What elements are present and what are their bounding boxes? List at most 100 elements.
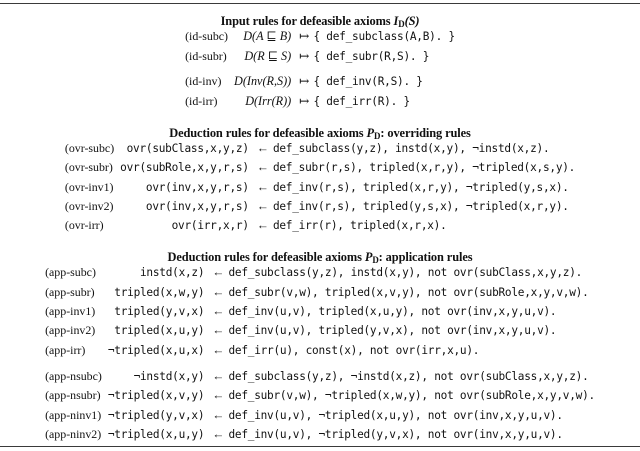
rule-body: def_irr(u), const(x), not ovr(irr,x,u). <box>228 343 480 357</box>
table-row: (id-subc) D(A ⊑ B) ↦ { def_subclass(A,B)… <box>185 29 455 49</box>
rule-body: def_inv(r,s), tripled(x,r,y), ¬tripled(y… <box>272 180 569 194</box>
table-row: (ovr-irr) ovr(irr,x,r) ← def_irr(r), tri… <box>65 218 575 237</box>
table-row: (id-irr) D(Irr(R)) ↦ { def_irr(R). } <box>185 94 455 114</box>
rule-head: ovr(irr,x,r) <box>171 219 249 233</box>
section-title-application-rules: Deduction rules for defeasible axioms PD… <box>0 250 640 265</box>
rules-table-application: (app-subc) instd(x,z) ← def_subclass(y,z… <box>45 265 595 446</box>
rule-label: (id-irr) <box>185 93 218 108</box>
rule-body: def_subr(v,w), ¬tripled(x,w,y), not ovr(… <box>228 389 595 403</box>
rules-table-input: (id-subc) D(A ⊑ B) ↦ { def_subclass(A,B)… <box>185 29 455 113</box>
table-row: (ovr-subr) ovr(subRole,x,y,r,s) ← def_su… <box>64 160 576 179</box>
rule-body: { def_inv(R,S). } <box>313 75 423 88</box>
rule-head: ovr(inv,x,y,r,s) <box>145 180 249 194</box>
section-title-text: Deduction rules for defeasible axioms <box>169 126 367 140</box>
rule-head: D(A ⊑ B) <box>243 29 292 43</box>
section-title-tail: (S) <box>404 14 420 28</box>
section-title-text: Deduction rules for defeasible axioms <box>167 250 365 265</box>
rule-arrow: ← <box>256 179 269 194</box>
rule-body: def_inv(u,v), tripled(y,v,x), not ovr(in… <box>228 324 557 338</box>
rule-label: (app-subc) <box>45 265 96 280</box>
rule-label: (app-irr) <box>45 342 86 357</box>
rule-head: ¬tripled(x,u,y) <box>107 427 205 441</box>
rule-body: { def_irr(R). } <box>313 94 410 108</box>
section-title-subscript: D <box>374 130 381 141</box>
rule-head: ovr(inv,x,y,r,s) <box>145 199 249 213</box>
rule-label: (app-ninv2) <box>45 426 102 441</box>
rule-head: ovr(subRole,x,y,r,s) <box>120 161 249 175</box>
rule-arrow: ← <box>212 407 225 422</box>
rule-label: (app-inv2) <box>45 323 96 338</box>
rule-head: ¬tripled(x,v,y) <box>107 389 205 403</box>
table-row: (app-inv1) tripled(y,v,x) ← def_inv(u,v)… <box>45 304 595 323</box>
section-title-subscript: D <box>398 18 405 29</box>
section-title-tail: : overriding rules <box>380 126 471 140</box>
rule-head: D(Irr(R)) <box>245 93 292 108</box>
rule-body: def_subr(v,w), tripled(x,v,y), not ovr(s… <box>228 285 589 299</box>
table-row: (app-ninv2) ¬tripled(x,u,y) ← def_inv(u,… <box>45 427 595 446</box>
rule-head: ovr(subClass,x,y,z) <box>126 142 249 155</box>
table-row: (app-subr) tripled(x,w,y) ← def_subr(v,w… <box>45 285 595 304</box>
rule-arrow: ← <box>256 198 269 213</box>
rule-head: tripled(y,v,x) <box>114 305 205 319</box>
rule-body: def_subclass(y,z), ¬instd(x,z), not ovr(… <box>228 369 589 383</box>
rule-label: (ovr-subc) <box>64 141 115 155</box>
rule-arrow: ← <box>212 342 225 357</box>
rule-body: def_inv(u,v), tripled(x,u,y), not ovr(in… <box>228 305 557 319</box>
rule-body: def_subclass(y,z), instd(x,y), ¬instd(x,… <box>272 142 550 155</box>
section-title-subscript: D <box>372 255 379 266</box>
rule-arrow: ← <box>212 388 225 403</box>
rule-label: (ovr-irr) <box>64 218 104 233</box>
rule-arrow: ← <box>212 426 225 441</box>
rule-label: (app-nsubr) <box>45 388 101 403</box>
rule-label: (ovr-inv1) <box>64 179 114 194</box>
table-row: (id-inv) D(Inv(R,S)) ↦ { def_inv(R,S). } <box>185 74 455 94</box>
table-row: (ovr-inv1) ovr(inv,x,y,r,s) ← def_inv(r,… <box>65 180 575 199</box>
rule-label: (app-nsubc) <box>45 368 102 383</box>
rule-arrow: ↦ <box>299 29 310 43</box>
rule-head: instd(x,z) <box>140 266 205 280</box>
rule-label: (ovr-subr) <box>64 160 113 175</box>
rule-label: (app-subr) <box>45 284 95 299</box>
rule-arrow: ← <box>212 304 225 319</box>
section-title-symbol: P <box>364 250 373 265</box>
rule-head: ¬instd(x,y) <box>133 369 205 383</box>
section-title-input-rules: Input rules for defeasible axioms ID(S) <box>0 14 640 29</box>
rule-arrow: ↦ <box>299 48 310 63</box>
rule-label: (app-inv1) <box>45 304 96 319</box>
section-title-symbol: I <box>393 14 399 28</box>
rule-arrow: ← <box>212 284 225 299</box>
rule-label: (id-subc) <box>185 29 229 43</box>
rule-arrow: ↦ <box>299 74 310 88</box>
section-title-symbol: P <box>366 126 375 140</box>
rule-head: ¬tripled(y,v,x) <box>107 408 205 422</box>
rule-arrow: ← <box>256 218 269 233</box>
rule-label: (ovr-inv2) <box>64 198 114 213</box>
rule-body: def_subclass(y,z), instd(x,y), not ovr(s… <box>228 266 583 280</box>
rule-arrow: ← <box>212 265 225 280</box>
section-title-overriding-rules: Deduction rules for defeasible axioms PD… <box>0 126 640 141</box>
table-row: (app-ninv1) ¬tripled(y,v,x) ← def_inv(u,… <box>45 408 595 427</box>
rule-body: def_inv(u,v), ¬tripled(y,v,x), not ovr(i… <box>228 427 563 441</box>
rule-body: def_inv(u,v), ¬tripled(x,u,y), not ovr(i… <box>228 408 563 422</box>
table-row: (app-nsubr) ¬tripled(x,v,y) ← def_subr(v… <box>45 388 595 407</box>
rule-body: def_subr(r,s), tripled(x,r,y), ¬tripled(… <box>272 161 576 175</box>
figure-top-rule <box>0 3 640 4</box>
rules-table-overriding: (ovr-subc) ovr(subClass,x,y,z) ← def_sub… <box>64 141 576 237</box>
rule-head: tripled(x,w,y) <box>114 285 205 299</box>
table-row: (app-inv2) tripled(x,u,y) ← def_inv(u,v)… <box>45 323 595 342</box>
rule-arrow: ← <box>212 323 225 338</box>
table-row: (app-irr) ¬tripled(x,u,x) ← def_irr(u), … <box>45 343 595 362</box>
table-row: (ovr-inv2) ovr(inv,x,y,r,s) ← def_inv(r,… <box>65 199 575 218</box>
rule-head: D(R ⊑ S) <box>244 48 292 63</box>
rule-label: (id-subr) <box>185 48 227 63</box>
rule-label: (app-ninv1) <box>45 407 102 422</box>
rule-body: { def_subclass(A,B). } <box>313 30 455 43</box>
section-title-text: Input rules for defeasible axioms <box>220 14 394 28</box>
figure-bottom-rule <box>0 446 640 448</box>
rule-arrow: ← <box>212 368 225 383</box>
table-row: (id-subr) D(R ⊑ S) ↦ { def_subr(R,S). } <box>185 49 455 69</box>
rule-arrow: ← <box>256 141 269 155</box>
rule-head: ¬tripled(x,u,x) <box>107 343 205 357</box>
rule-arrow: ↦ <box>299 93 310 108</box>
